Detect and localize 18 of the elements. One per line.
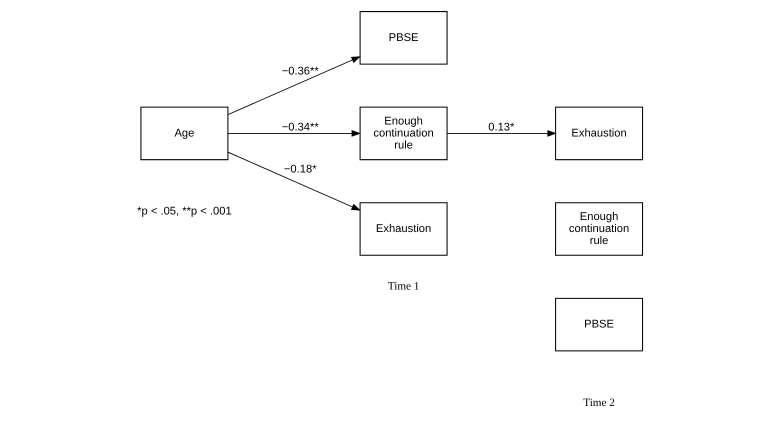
arrow: [227, 152, 360, 211]
edge-label: −0.36**: [281, 65, 318, 78]
node-box: PBSE: [359, 11, 448, 65]
edge-label: −0.18*: [283, 164, 316, 176]
edge-label: 0.13*: [488, 121, 514, 134]
arrow: [227, 56, 360, 116]
node-box: Exhaustion: [359, 202, 448, 256]
node-box: Age: [140, 106, 228, 160]
node-box: Enough continuation rule: [359, 106, 448, 160]
node-box: Enough continuation rule: [554, 202, 643, 256]
node-box: Exhaustion: [554, 106, 643, 160]
arrow: [227, 130, 361, 137]
label: Time 2: [582, 396, 614, 409]
arrow: [446, 130, 556, 137]
label: Time 1: [387, 280, 419, 293]
label: *p < .05, **p < .001: [136, 206, 232, 218]
edge-label: −0.34**: [281, 121, 318, 134]
node-box: PBSE: [554, 298, 643, 352]
